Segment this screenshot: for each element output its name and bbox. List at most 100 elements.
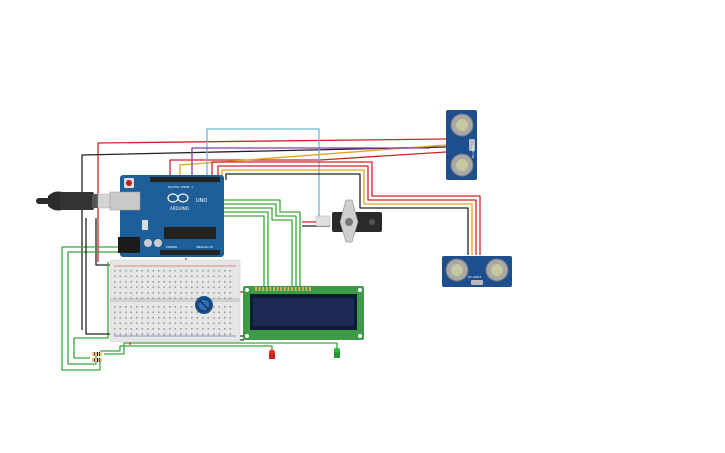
breadboard-hole (180, 275, 182, 278)
breadboard-hole (158, 333, 160, 336)
breadboard-hole (114, 275, 116, 278)
breadboard-hole (174, 306, 177, 308)
breadboard-hole (213, 297, 215, 300)
breadboard-hole (125, 292, 127, 294)
breadboard-hole (152, 333, 155, 336)
breadboard-hole (119, 270, 122, 272)
wire-red-sensor1-vcc[interactable] (97, 138, 447, 262)
breadboard-hole (180, 297, 182, 300)
breadboard-hole (152, 270, 155, 272)
wire-black-sensor2[interactable] (225, 173, 469, 255)
breadboard-hole (180, 317, 182, 319)
usb-cable[interactable] (36, 191, 111, 211)
lcd-pin (298, 287, 301, 291)
breadboard-hole (196, 270, 199, 272)
breadboard-hole (224, 317, 226, 319)
breadboard-hole (152, 317, 155, 319)
board-analog-label: ANALOG IN (196, 245, 213, 249)
lcd-pin (265, 287, 268, 291)
breadboard-hole (158, 281, 160, 283)
breadboard-hole (136, 270, 138, 272)
breadboard-hole (114, 286, 116, 289)
led-red[interactable] (269, 349, 275, 359)
breadboard-hole (163, 333, 166, 336)
breadboard-hole (114, 322, 116, 325)
wire-black-sensor1-gnd[interactable] (81, 146, 447, 330)
breadboard[interactable] (109, 259, 241, 343)
lcd-display[interactable] (243, 286, 364, 340)
breadboard-hole (114, 306, 116, 308)
breadboard-hole (169, 322, 171, 325)
breadboard-hole (207, 275, 210, 278)
breadboard-hole (169, 281, 171, 283)
breadboard-hole (163, 270, 166, 272)
breadboard-hole (136, 292, 138, 294)
breadboard-hole (141, 322, 144, 325)
atmega-chip (164, 227, 216, 239)
breadboard-hole (180, 328, 182, 330)
lcd-pin (280, 287, 283, 291)
breadboard-hole (169, 286, 171, 289)
ultrasonic-sensor-2[interactable]: HC-SR04 (442, 256, 512, 287)
potentiometer[interactable] (195, 296, 213, 314)
breadboard-hole (174, 292, 177, 294)
wire-green-led-1[interactable] (61, 246, 120, 371)
breadboard-hole (213, 317, 215, 319)
arduino-logo-text: ARDUINO (170, 206, 189, 211)
breadboard-hole (229, 333, 232, 336)
led-green[interactable] (334, 347, 340, 358)
breadboard-hole (130, 297, 133, 300)
breadboard-hole (136, 297, 138, 300)
breadboard-hole (224, 297, 226, 300)
breadboard-hole (141, 297, 144, 300)
breadboard-hole (185, 328, 188, 330)
breadboard-hole (125, 322, 127, 325)
wire-red-sensor2-b[interactable] (217, 165, 477, 255)
breadboard-hole (185, 292, 188, 294)
breadboard-hole (141, 333, 144, 336)
breadboard-hole (229, 322, 232, 325)
wire-orange-sensor2[interactable] (221, 169, 473, 255)
breadboard-hole (163, 311, 166, 314)
breadboard-hole (202, 275, 204, 278)
breadboard-hole (218, 322, 221, 325)
breadboard-hole (125, 311, 127, 314)
breadboard-hole (185, 270, 188, 272)
breadboard-hole (169, 275, 171, 278)
wire-green-led-3[interactable] (73, 262, 109, 359)
ultrasonic-sensor-1[interactable]: HC-SR04 (446, 110, 477, 180)
breadboard-hole (136, 311, 138, 314)
breadboard-hole (218, 328, 221, 330)
resistor-2[interactable] (92, 358, 102, 362)
breadboard-hole (130, 328, 133, 330)
breadboard-hole (202, 328, 204, 330)
breadboard-hole (158, 311, 160, 314)
breadboard-hole (207, 292, 210, 294)
breadboard-hole (147, 292, 149, 294)
wire-green-led-green[interactable] (104, 342, 338, 355)
breadboard-hole (213, 311, 215, 314)
breadboard-hole (119, 281, 122, 283)
breadboard-hole (174, 322, 177, 325)
breadboard-hole (141, 286, 144, 289)
breadboard-hole (185, 281, 188, 283)
breadboard-hole (152, 292, 155, 294)
wire-black-lower[interactable] (95, 218, 120, 266)
breadboard-hole (130, 270, 133, 272)
breadboard-hole (119, 286, 122, 289)
wire-orange-sensor1[interactable] (179, 144, 447, 178)
breadboard-hole (229, 297, 232, 300)
resistor-1[interactable] (92, 352, 102, 356)
breadboard-hole (152, 328, 155, 330)
breadboard-hole (125, 286, 127, 289)
breadboard-hole (229, 328, 232, 330)
wire-red-sensor2-a[interactable] (211, 161, 481, 255)
breadboard-hole (202, 317, 204, 319)
wire-green-led-red[interactable] (100, 345, 273, 352)
servo-motor[interactable] (315, 199, 382, 243)
arduino-board[interactable]: ARDUINO DIGITAL (PWM~) UNO POWER ANALOG … (109, 175, 224, 257)
wire-purple[interactable] (191, 147, 430, 180)
breadboard-hole (224, 270, 226, 272)
wire-black-rail[interactable] (85, 218, 110, 335)
